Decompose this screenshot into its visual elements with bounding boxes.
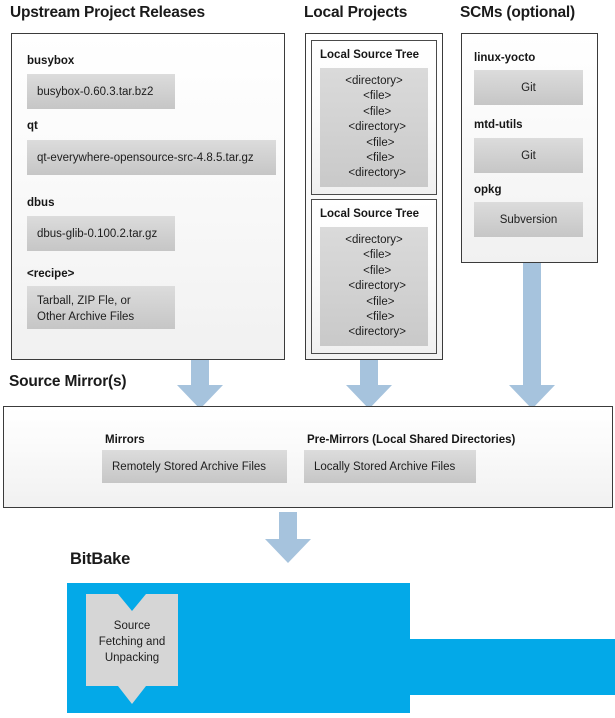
section-title-source-mirrors: Source Mirror(s) bbox=[9, 373, 127, 390]
tree-line: <file> bbox=[356, 105, 392, 118]
upstream-item-value-recipe: Tarball, ZIP Fle, or Other Archive Files bbox=[27, 286, 175, 329]
scms-item-value-mtd-utils: Git bbox=[474, 138, 583, 173]
upstream-item-label-busybox: busybox bbox=[27, 55, 75, 67]
tree-line: <file> bbox=[356, 249, 392, 262]
upstream-item-label-qt: qt bbox=[27, 120, 38, 132]
local-source-tree-box-1: <directory> <file> <file> <directory> <f… bbox=[320, 68, 428, 187]
source-mirrors-value-pre-mirrors: Locally Stored Archive Files bbox=[304, 450, 476, 483]
task-line-2: Fetching and bbox=[98, 636, 166, 648]
tree-line: <directory> bbox=[342, 121, 406, 134]
scms-item-label-opkg: opkg bbox=[474, 184, 502, 196]
tree-line: <directory> bbox=[345, 75, 403, 87]
local-source-tree-box-2: <directory> <file> <file> <directory> <f… bbox=[320, 227, 428, 346]
section-title-bitbake: BitBake bbox=[70, 550, 131, 568]
task-line-1: Source bbox=[113, 620, 151, 632]
arrow-upstream-to-mirrors bbox=[176, 358, 224, 410]
source-mirrors-label-pre-mirrors: Pre-Mirrors (Local Shared Directories) bbox=[307, 434, 516, 446]
recipe-value-line-1: Tarball, ZIP Fle, or bbox=[37, 295, 131, 307]
tree-line: <file> bbox=[353, 136, 395, 149]
source-fetching-and-unpacking-label: Source Fetching and Unpacking bbox=[88, 618, 176, 666]
scms-item-value-opkg: Subversion bbox=[474, 202, 583, 237]
arrow-local-projects-to-mirrors bbox=[345, 358, 393, 410]
local-source-tree-label-2: Local Source Tree bbox=[320, 208, 420, 220]
tree-line: <file> bbox=[356, 90, 392, 103]
tree-line: <directory> bbox=[345, 234, 403, 246]
section-title-scms: SCMs (optional) bbox=[460, 4, 575, 21]
tree-line: <directory> bbox=[342, 280, 406, 293]
upstream-item-value-dbus: dbus-glib-0.100.2.tar.gz bbox=[27, 216, 175, 251]
upstream-item-value-qt: qt-everywhere-opensource-src-4.8.5.tar.g… bbox=[27, 140, 276, 175]
tree-line: <file> bbox=[353, 311, 395, 324]
upstream-item-label-recipe: <recipe> bbox=[27, 268, 75, 280]
source-mirrors-label-mirrors: Mirrors bbox=[105, 434, 145, 446]
arrow-mirrors-to-bitbake bbox=[264, 512, 312, 564]
section-title-local-projects: Local Projects bbox=[304, 4, 408, 21]
recipe-value-line-2: Other Archive Files bbox=[37, 311, 135, 323]
source-fetching-and-unpacking-task bbox=[86, 594, 178, 704]
section-title-upstream: Upstream Project Releases bbox=[10, 4, 205, 21]
local-source-tree-label-1: Local Source Tree bbox=[320, 49, 420, 61]
arrow-scms-to-mirrors bbox=[508, 262, 556, 410]
scms-item-label-mtd-utils: mtd-utils bbox=[474, 119, 523, 131]
tree-line: <file> bbox=[356, 264, 392, 277]
source-mirrors-value-mirrors: Remotely Stored Archive Files bbox=[102, 450, 287, 483]
upstream-item-value-busybox: busybox-0.60.3.tar.bz2 bbox=[27, 74, 175, 109]
scms-item-label-linux-yocto: linux-yocto bbox=[474, 52, 536, 64]
tree-line: <file> bbox=[353, 152, 395, 165]
task-line-3: Unpacking bbox=[104, 652, 160, 664]
tree-line: <directory> bbox=[342, 326, 406, 339]
upstream-item-label-dbus: dbus bbox=[27, 197, 55, 209]
scms-item-value-linux-yocto: Git bbox=[474, 70, 583, 105]
tree-line: <directory> bbox=[342, 167, 406, 180]
tree-line: <file> bbox=[353, 295, 395, 308]
